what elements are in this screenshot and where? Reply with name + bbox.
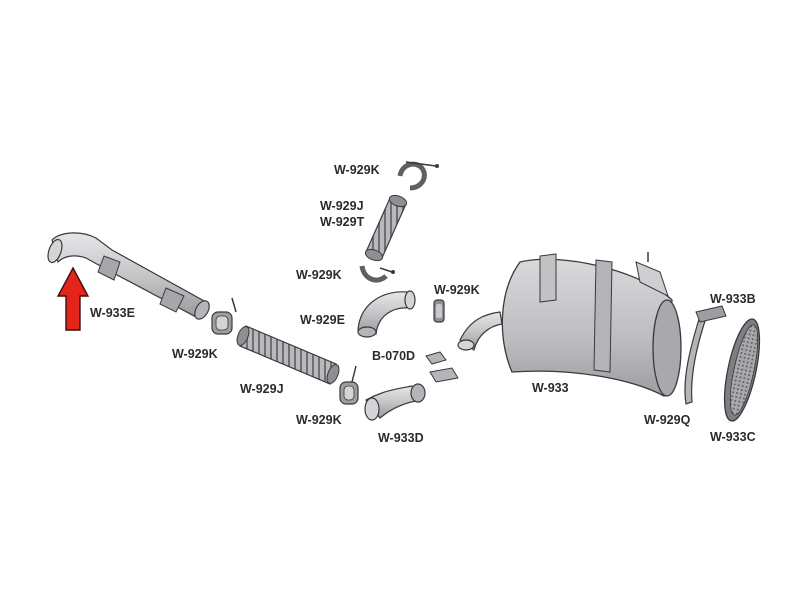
- clamp-w929k-lower-middle: [339, 365, 359, 405]
- clamp-w929k-middle: [359, 265, 395, 283]
- label-w929t: W-929T: [320, 215, 365, 229]
- clamp-w929k-left: [211, 297, 237, 335]
- clamp-w929k-top: [397, 161, 439, 191]
- band-clamp-w929q: [684, 305, 727, 405]
- label-w929j-upper: W-929J: [320, 199, 364, 213]
- label-w929e: W-929E: [300, 313, 345, 327]
- label-w929k-right: W-929K: [434, 283, 480, 297]
- brackets-b070d: [425, 351, 459, 383]
- label-w929k-top: W-929K: [334, 163, 380, 177]
- label-w933b: W-933B: [710, 292, 756, 306]
- label-w933d: W-933D: [378, 431, 424, 445]
- label-w933e: W-933E: [90, 306, 135, 320]
- label-w933c: W-933C: [710, 430, 756, 444]
- clamp-w929k-right: [433, 299, 445, 323]
- label-w929j-lower: W-929J: [240, 382, 284, 396]
- muffler-w933: [457, 252, 682, 398]
- label-w929q: W-929Q: [644, 413, 691, 427]
- label-b070d: B-070D: [372, 349, 416, 363]
- label-w929k-left: W-929K: [172, 347, 218, 361]
- label-w929k-lower: W-929K: [296, 413, 342, 427]
- label-w933: W-933: [532, 381, 569, 395]
- red-up-arrow-icon: [56, 266, 90, 331]
- elbow-w929e: [357, 290, 416, 338]
- flex-hose-w929j-upper: [364, 194, 408, 262]
- label-w929k-middle: W-929K: [296, 268, 342, 282]
- flex-hose-w929j-lower: [236, 325, 340, 385]
- mesh-screen-w933c: [723, 318, 761, 422]
- exhaust-elbow-pipe-w933e: [47, 232, 210, 320]
- elbow-w933d: [364, 383, 426, 421]
